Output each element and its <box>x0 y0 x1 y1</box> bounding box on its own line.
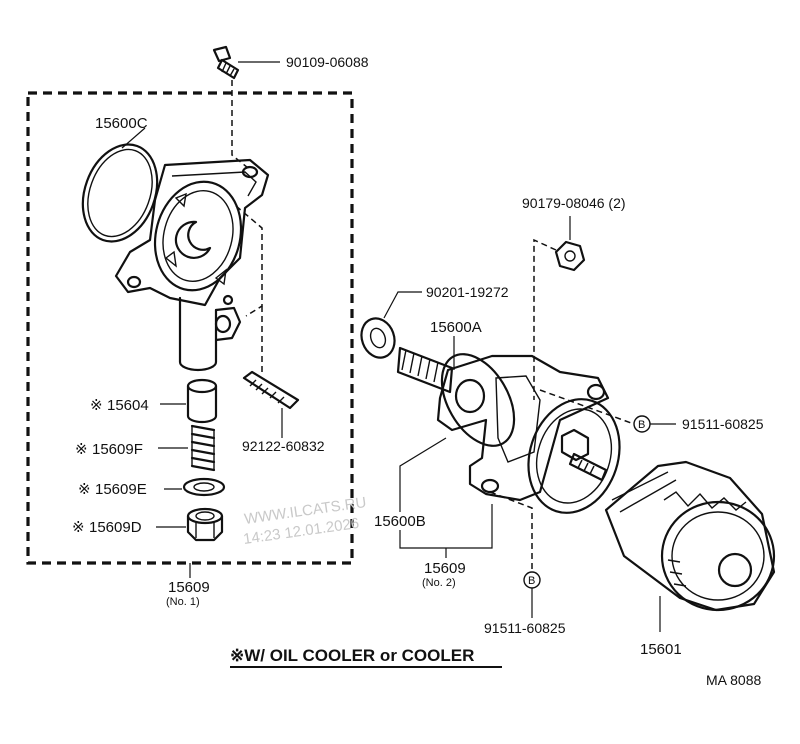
label-90179: 90179-08046 (2) <box>522 195 626 211</box>
leader-90201 <box>383 291 422 319</box>
washer-90201 <box>360 317 396 359</box>
stud-92122 <box>242 370 300 410</box>
label-15600b: 15600B <box>374 513 426 530</box>
dash-b-bottom <box>489 491 533 572</box>
bolt-90109 <box>212 45 240 80</box>
dash-90179 <box>533 238 557 400</box>
spring-15609f <box>190 424 216 472</box>
label-15609e: 15609E <box>95 481 147 498</box>
mark-15604: ※ <box>90 397 103 414</box>
label-15609d: 15609D <box>89 519 142 536</box>
dash-b-right <box>539 389 635 425</box>
pump-housing <box>114 158 270 372</box>
oil-filter-15601 <box>604 460 776 612</box>
label-91511-bottom: 91511-60825 <box>484 620 566 636</box>
label-15600c: 15600C <box>95 115 148 132</box>
o-ring-15600c <box>81 143 159 243</box>
gasket-15600b <box>440 353 516 447</box>
label-90109: 90109-06088 <box>286 54 369 70</box>
dash-pump-right <box>235 205 263 317</box>
leader-15600b <box>399 437 447 512</box>
label-15609-no1: 15609 <box>168 579 210 596</box>
diagram-code: MA 8088 <box>706 672 761 688</box>
label-no1: (No. 1) <box>166 596 200 608</box>
label-15609-no2: 15609 <box>424 560 466 577</box>
dash-90109 <box>231 80 249 169</box>
gasket-15609e <box>182 477 226 497</box>
label-15601: 15601 <box>640 641 682 658</box>
label-15604: 15604 <box>107 397 149 414</box>
oil-cooler-15600a <box>396 346 621 514</box>
marker-b-bottom-text: B <box>528 575 535 587</box>
mark-15609f: ※ <box>75 441 88 458</box>
leader-15600c <box>121 127 146 149</box>
plug-15609d <box>186 507 224 542</box>
o-ring-15600c-inner <box>87 148 153 238</box>
mark-15609e: ※ <box>78 481 91 498</box>
label-15609f: 15609F <box>92 441 143 458</box>
mark-15609d: ※ <box>72 519 85 536</box>
nut-90179 <box>554 240 586 272</box>
assembly-box-no1 <box>26 91 354 565</box>
marker-b-right-text: B <box>638 419 645 431</box>
label-15600a: 15600A <box>430 319 482 336</box>
label-90201: 90201-19272 <box>426 284 509 300</box>
piston-15604 <box>186 378 218 424</box>
label-no2: (No. 2) <box>422 577 456 589</box>
applicability-note: ※W/ OIL COOLER or COOLER <box>230 646 474 665</box>
label-91511-right: 91511-60825 <box>682 416 764 432</box>
label-92122: 92122-60832 <box>242 438 325 454</box>
